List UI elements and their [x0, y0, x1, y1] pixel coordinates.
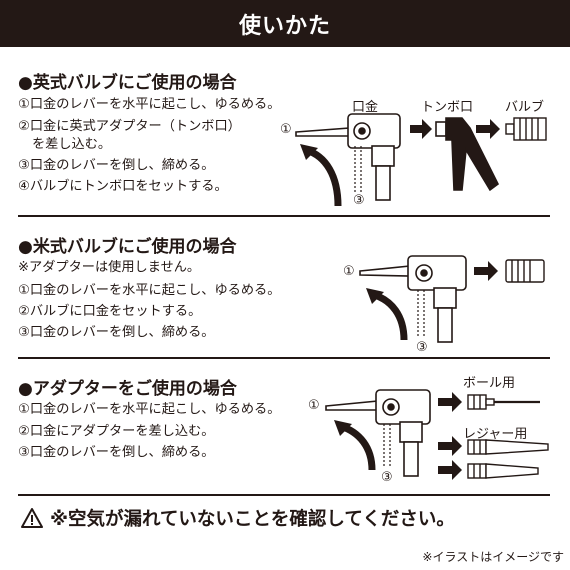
section3-step-2: ②口金にアダプターを差し込む。: [18, 424, 215, 439]
section1-step-4: ④バルブにトンボ口をセットする。: [18, 179, 228, 194]
section1-marker-1: ①: [280, 122, 292, 137]
section2-step-2: ②バルブに口金をセットする。: [18, 304, 202, 319]
section2-title: ●米式バルブにご使用の場合: [18, 237, 237, 257]
tonboguchi-icon: [435, 117, 500, 192]
ball-needle-icon: [467, 394, 540, 410]
label-kuchigane: 口金: [352, 100, 379, 115]
warning-line: ※空気が漏れていないことを確認してください。: [20, 505, 455, 531]
label-tonboguchi: トンボ口: [421, 100, 474, 115]
leisure-adapter-icon: [467, 463, 539, 479]
divider-2: [18, 357, 550, 359]
label-valve: バルブ: [505, 100, 545, 115]
section1-marker-3: ③: [353, 193, 365, 208]
label-leisure: レジャー用: [463, 427, 528, 442]
leisure-adapter-icon: [467, 439, 549, 455]
right-arrow-icon: [474, 261, 498, 281]
section2-step-1: ①口金のレバーを水平に起こし、ゆるめる。: [18, 283, 281, 298]
section2-note: ※アダプターは使用しません。: [18, 260, 201, 275]
curved-arrow-icon: [338, 422, 376, 471]
section1-step-2-cont: を差し込む。: [32, 137, 112, 152]
section3-step-1: ①口金のレバーを水平に起こし、ゆるめる。: [18, 402, 281, 417]
american-valve-icon: [505, 259, 545, 283]
valve-icon: [505, 117, 547, 141]
label-ball: ボール用: [463, 376, 516, 391]
pump-head-icon: [359, 255, 467, 343]
divider-1: [18, 215, 550, 217]
footnote: ※イラストはイメージです: [422, 550, 564, 564]
page-header: 使いかた: [0, 0, 570, 47]
pump-head-icon: [325, 389, 431, 477]
section3-marker-1: ①: [308, 398, 320, 413]
section1-title: ●英式バルブにご使用の場合: [18, 73, 237, 93]
warning-text: ※空気が漏れていないことを確認してください。: [50, 509, 455, 530]
section2-step-3: ③口金のレバーを倒し、締める。: [18, 325, 215, 340]
section1-step-2: ②口金に英式アダプター（トンボ口）: [18, 119, 241, 134]
right-arrow-icon: [438, 460, 462, 480]
right-arrow-icon: [438, 392, 462, 412]
section2-marker-1: ①: [343, 264, 355, 279]
section2-marker-3: ③: [416, 340, 428, 355]
page-title: 使いかた: [238, 13, 331, 39]
right-arrow-icon: [410, 119, 432, 139]
section3-marker-3: ③: [381, 470, 393, 485]
warning-triangle-icon: [21, 508, 43, 528]
section3-title: ●アダプターをご使用の場合: [18, 379, 237, 399]
divider-3: [18, 494, 550, 496]
section1-step-3: ③口金のレバーを倒し、締める。: [18, 158, 215, 173]
right-arrow-icon: [438, 436, 462, 456]
pump-head-icon: [295, 113, 401, 201]
right-arrow-icon: [476, 119, 500, 139]
section3-step-3: ③口金のレバーを倒し、締める。: [18, 445, 215, 460]
section1-step-1: ①口金のレバーを水平に起こし、ゆるめる。: [18, 97, 281, 112]
